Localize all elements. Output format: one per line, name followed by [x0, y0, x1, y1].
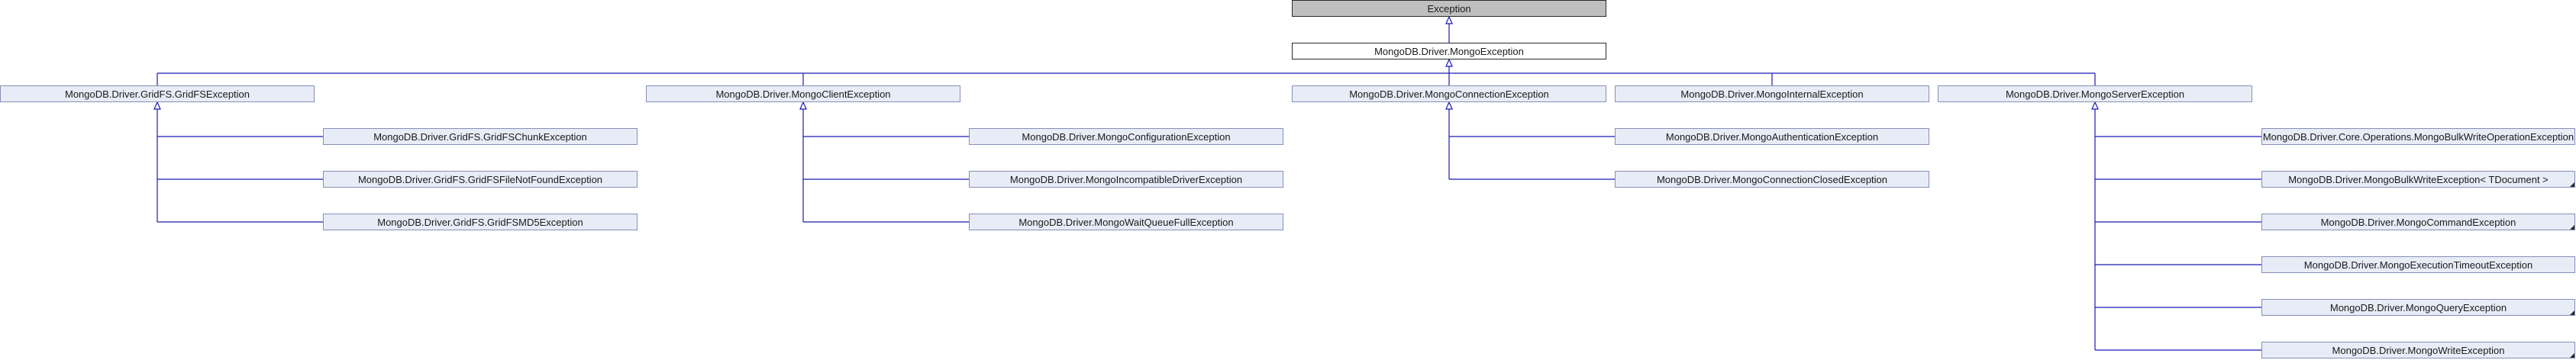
node-configuration-exception[interactable]: MongoDB.Driver.MongoConfigurationExcepti…: [969, 128, 1283, 145]
node-authentication-exception[interactable]: MongoDB.Driver.MongoAuthenticationExcept…: [1615, 128, 1929, 145]
node-connection-exception[interactable]: MongoDB.Driver.MongoConnectionException: [1292, 85, 1606, 102]
node-gridfs-chunk-exception[interactable]: MongoDB.Driver.GridFS.GridFSChunkExcepti…: [323, 128, 638, 145]
node-client-exception[interactable]: MongoDB.Driver.MongoClientException: [646, 85, 960, 102]
arrow-rail-connection: [1445, 101, 1453, 110]
node-write-exception[interactable]: MongoDB.Driver.MongoWriteException: [2261, 342, 2575, 358]
node-gridfs-md5-exception[interactable]: MongoDB.Driver.GridFS.GridFSMD5Exception: [323, 214, 638, 230]
node-internal-exception[interactable]: MongoDB.Driver.MongoInternalException: [1615, 85, 1929, 102]
node-command-exception[interactable]: MongoDB.Driver.MongoCommandException: [2261, 214, 2575, 230]
arrow-exception: [1445, 15, 1453, 24]
arrow-rail-server: [2091, 101, 2099, 110]
node-connection-closed-exception[interactable]: MongoDB.Driver.MongoConnectionClosedExce…: [1615, 171, 1929, 188]
node-wait-queue-full-exception[interactable]: MongoDB.Driver.MongoWaitQueueFullExcepti…: [969, 214, 1283, 230]
arrow-rail-client: [799, 101, 807, 110]
node-exception[interactable]: Exception: [1292, 0, 1606, 17]
node-bulk-write-operation-exception[interactable]: MongoDB.Driver.Core.Operations.MongoBulk…: [2261, 128, 2575, 145]
node-server-exception[interactable]: MongoDB.Driver.MongoServerException: [1938, 85, 2252, 102]
node-mongo-exception[interactable]: MongoDB.Driver.MongoException: [1292, 43, 1606, 59]
arrow-mongo-exception: [1445, 58, 1453, 67]
node-gridfs-filenotfound-exception[interactable]: MongoDB.Driver.GridFS.GridFSFileNotFound…: [323, 171, 638, 188]
node-gridfs-exception[interactable]: MongoDB.Driver.GridFS.GridFSException: [0, 85, 315, 102]
node-query-exception[interactable]: MongoDB.Driver.MongoQueryException: [2261, 299, 2575, 316]
arrow-rail-gridfs: [153, 101, 161, 110]
node-incompatible-driver-exception[interactable]: MongoDB.Driver.MongoIncompatibleDriverEx…: [969, 171, 1283, 188]
node-bulk-write-exception[interactable]: MongoDB.Driver.MongoBulkWriteException< …: [2261, 171, 2575, 188]
node-execution-timeout-exception[interactable]: MongoDB.Driver.MongoExecutionTimeoutExce…: [2261, 256, 2575, 273]
